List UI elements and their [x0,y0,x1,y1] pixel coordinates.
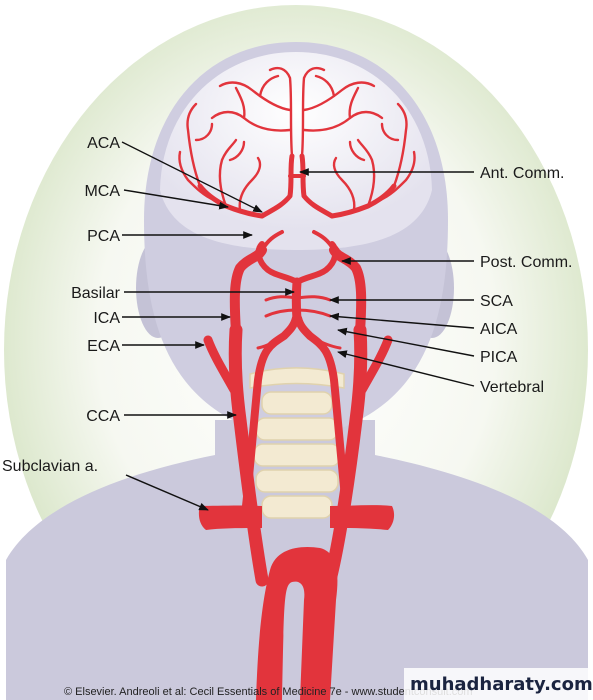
posterior-communicating-left [260,230,284,252]
external-carotid-right [357,335,393,395]
pica-branch [256,332,342,350]
label-pica: PICA [480,349,518,366]
label-cca: CCA [86,408,120,425]
label-ant-comm: Ant. Comm. [480,165,564,182]
pica-leader [337,327,475,357]
aca-leader [121,141,263,213]
label-vertebral: Vertebral [480,379,544,396]
label-aica: AICA [480,321,518,338]
posterior-cerebral-left [255,241,300,285]
label-aca: ACA [87,135,120,152]
anterior-cerebral-right [299,153,335,219]
vertebral-leader [337,350,475,387]
anterior-cerebral-left [259,153,295,219]
label-pca: PCA [87,228,120,245]
vertebral-column [249,367,345,519]
aica-branch [264,308,332,318]
aorta [256,547,338,700]
watermark: muhadharaty.com [410,674,593,695]
label-sca: SCA [480,293,513,310]
label-ica: ICA [93,310,120,327]
internal-carotid-right [329,245,367,337]
label-eca: ECA [87,338,120,355]
label-subclavian: Subclavian a. [2,458,98,475]
sca-branch [264,295,332,302]
subclavian-leader [125,474,209,511]
cortical-branches-right [300,66,416,212]
posterior-communicating-right [312,230,336,252]
basilar-artery [291,277,302,325]
vertebral-right [294,314,350,510]
arteries [178,66,416,700]
common-carotid-right [323,323,368,587]
label-basilar: Basilar [71,285,121,302]
external-carotid-left [203,335,239,395]
aica-leader [329,312,475,329]
common-carotid-left [228,323,269,587]
copyright-credit: © Elsevier. Andreoli et al: Cecil Essent… [64,686,473,698]
leader-lines [121,141,475,511]
vertebral-left [242,314,300,510]
watermark-backdrop [404,668,593,700]
label-post-comm: Post. Comm. [480,254,572,271]
label-mca: MCA [84,183,120,200]
mca-leader [123,189,229,210]
